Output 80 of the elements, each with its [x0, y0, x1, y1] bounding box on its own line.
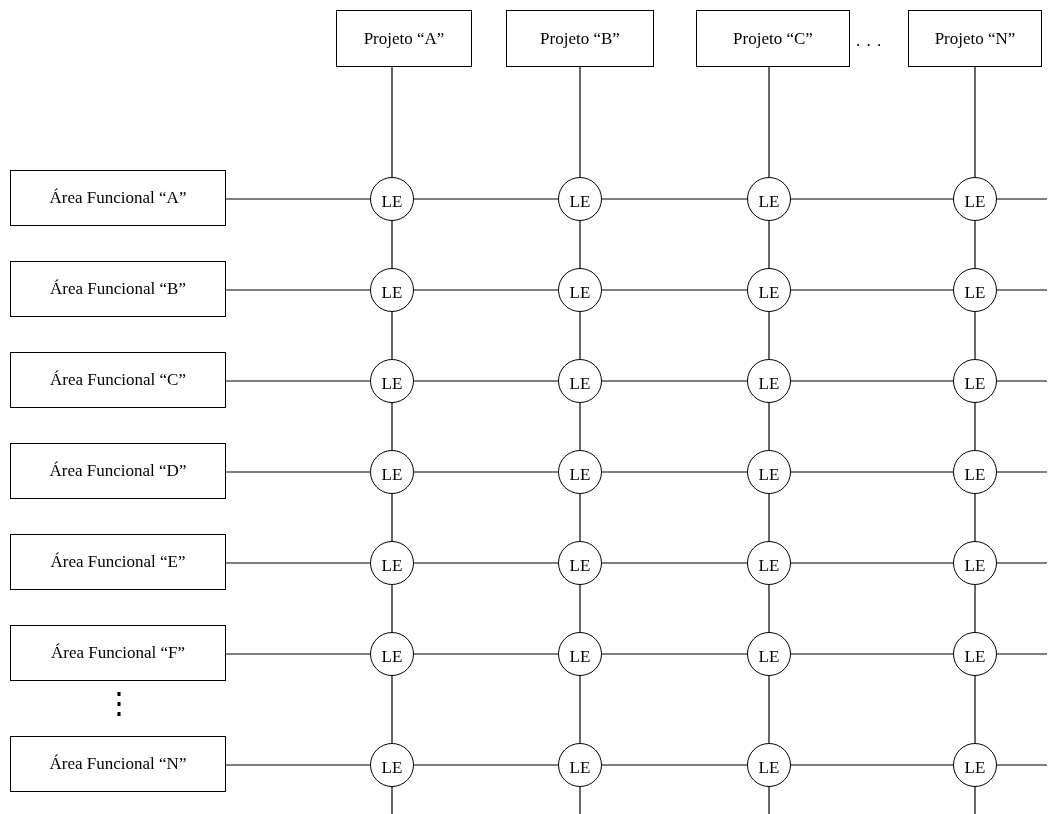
area-box: Área Funcional “A”	[10, 170, 226, 226]
connector-line	[225, 289, 371, 291]
area-box: Área Funcional “C”	[10, 352, 226, 408]
connector-line	[391, 493, 393, 542]
connector-line	[601, 380, 748, 382]
connector-line	[579, 311, 581, 360]
connector-line	[768, 220, 770, 269]
connector-line	[579, 493, 581, 542]
area-box: Área Funcional “D”	[10, 443, 226, 499]
connector-line	[790, 764, 954, 766]
connector-line	[579, 675, 581, 744]
connector-line	[974, 402, 976, 451]
connector-line	[413, 471, 559, 473]
connector-line	[601, 289, 748, 291]
connector-line	[768, 402, 770, 451]
connector-line	[996, 471, 1048, 473]
connector-line	[413, 653, 559, 655]
connector-line	[413, 380, 559, 382]
connector-line	[391, 220, 393, 269]
connector-line	[996, 653, 1048, 655]
connector-line	[601, 562, 748, 564]
connector-line	[579, 584, 581, 633]
connector-line	[790, 198, 954, 200]
connector-line	[391, 786, 393, 814]
connector-line	[413, 764, 559, 766]
connector-line	[601, 471, 748, 473]
connector-line	[579, 66, 581, 178]
connector-line	[225, 562, 371, 564]
connector-line	[391, 675, 393, 744]
connector-line	[996, 380, 1048, 382]
connector-line	[579, 786, 581, 814]
connector-line	[996, 562, 1048, 564]
connector-line	[601, 764, 748, 766]
connector-line	[974, 311, 976, 360]
connector-line	[391, 584, 393, 633]
connector-line	[768, 66, 770, 178]
project-box: Projeto “A”	[336, 10, 472, 67]
connector-line	[413, 562, 559, 564]
project-box: Projeto “N”	[908, 10, 1042, 67]
area-box: Área Funcional “F”	[10, 625, 226, 681]
connector-line	[790, 471, 954, 473]
connector-line	[413, 198, 559, 200]
connector-line	[790, 380, 954, 382]
connector-line	[974, 66, 976, 178]
connector-line	[790, 653, 954, 655]
connector-line	[768, 675, 770, 744]
connector-line	[225, 198, 371, 200]
connector-line	[413, 289, 559, 291]
connector-line	[391, 66, 393, 178]
connector-line	[974, 675, 976, 744]
connector-line	[974, 493, 976, 542]
connector-line	[579, 220, 581, 269]
ellipsis-label: ⋮	[104, 688, 134, 718]
connector-line	[996, 764, 1048, 766]
connector-line	[601, 198, 748, 200]
connector-line	[391, 402, 393, 451]
connector-line	[790, 562, 954, 564]
area-box: Área Funcional “B”	[10, 261, 226, 317]
connector-line	[225, 471, 371, 473]
area-box: Área Funcional “N”	[10, 736, 226, 792]
connector-line	[974, 786, 976, 814]
connector-line	[225, 653, 371, 655]
connector-line	[996, 289, 1048, 291]
connector-line	[391, 311, 393, 360]
connector-line	[974, 220, 976, 269]
connector-line	[974, 584, 976, 633]
connector-line	[579, 402, 581, 451]
area-box: Área Funcional “E”	[10, 534, 226, 590]
connector-line	[768, 786, 770, 814]
connector-line	[225, 380, 371, 382]
connector-line	[768, 493, 770, 542]
project-box: Projeto “B”	[506, 10, 654, 67]
connector-line	[996, 198, 1048, 200]
connector-line	[601, 653, 748, 655]
project-box: Projeto “C”	[696, 10, 850, 67]
connector-line	[768, 584, 770, 633]
connector-line	[790, 289, 954, 291]
connector-line	[768, 311, 770, 360]
ellipsis-label: . . .	[856, 30, 883, 52]
connector-line	[225, 764, 371, 766]
